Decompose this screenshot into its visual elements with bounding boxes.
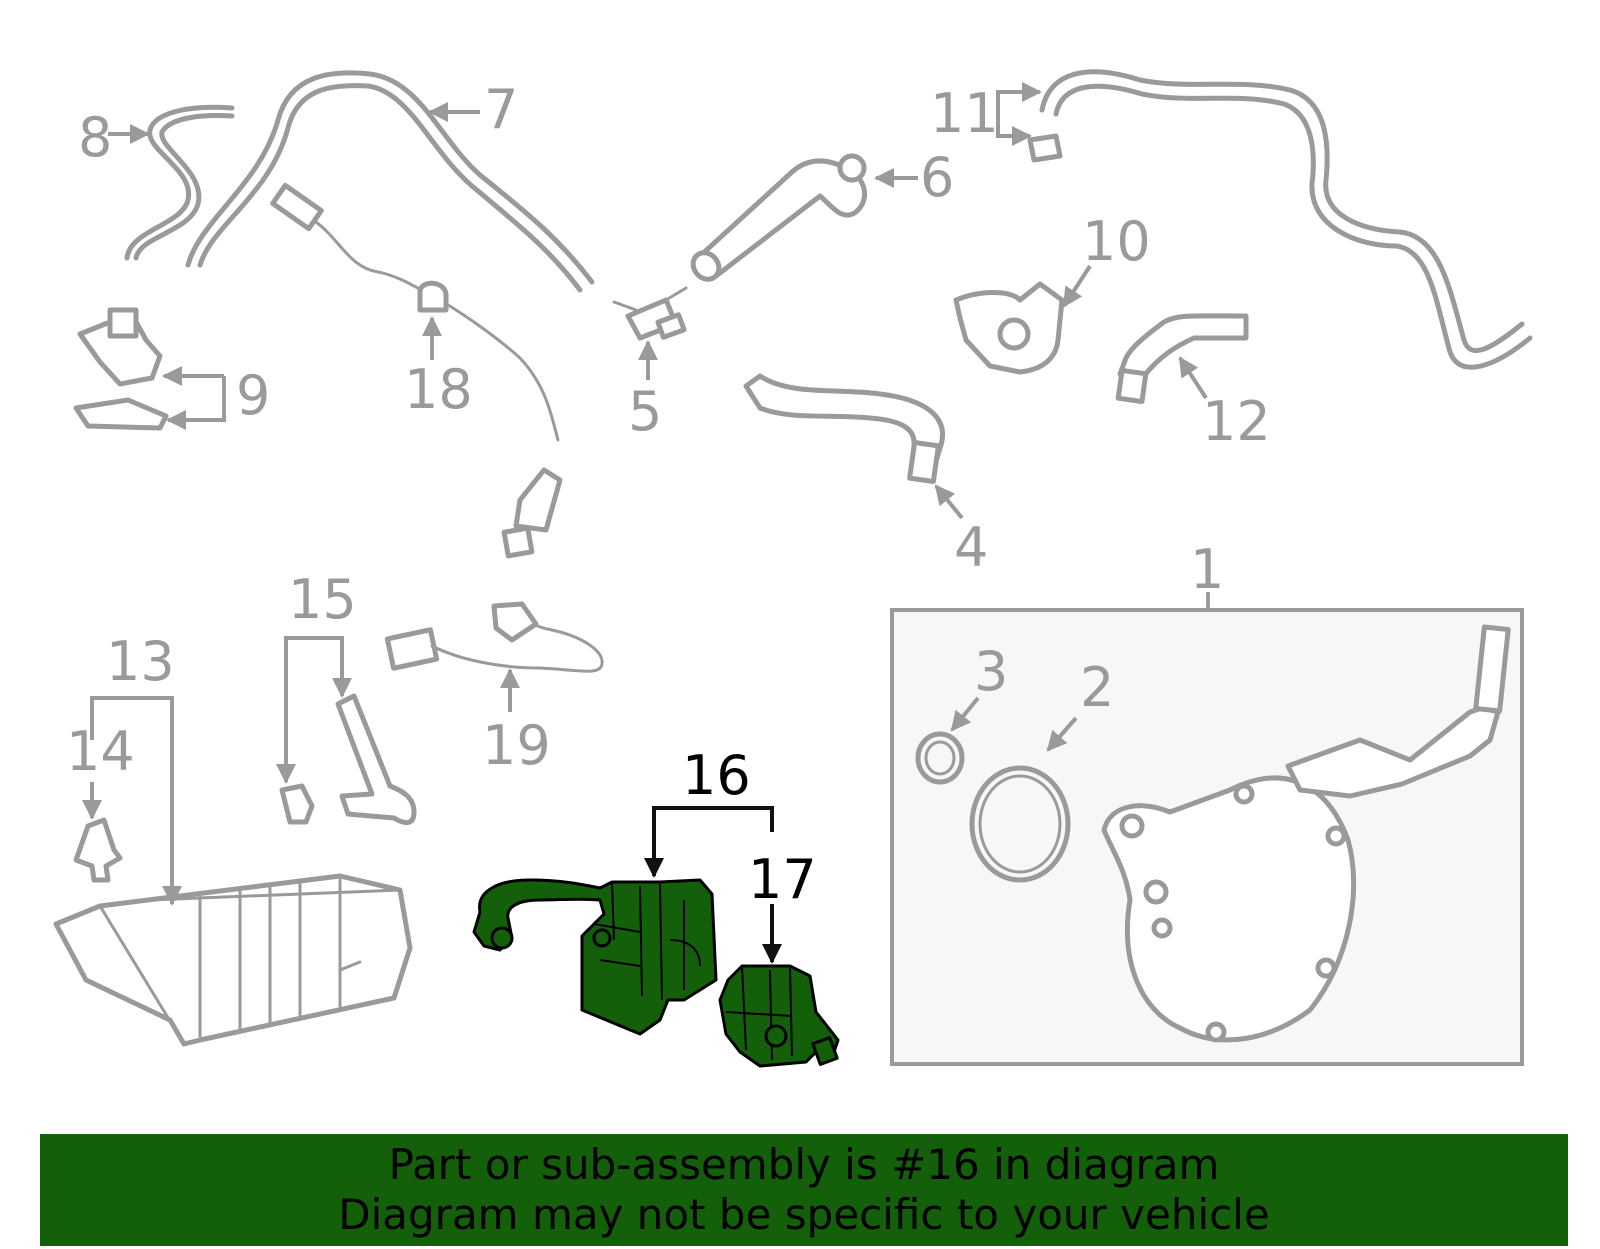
callout-16: 16	[682, 744, 751, 807]
leader-15a	[276, 636, 322, 784]
part-5-connector	[612, 286, 688, 341]
leader-13b	[140, 696, 182, 906]
callout-17: 17	[748, 848, 817, 911]
part-3-o-ring	[915, 731, 965, 785]
leader-16b	[714, 806, 774, 832]
leader-9b	[166, 376, 226, 430]
part-4-hose	[743, 373, 945, 484]
callout-7: 7	[484, 78, 518, 141]
part-19-sensor-harness	[384, 601, 604, 673]
leader-15b	[322, 636, 352, 698]
banner-line-2: Diagram may not be specific to your vehi…	[338, 1190, 1270, 1239]
part-18-sensor-harness	[270, 182, 563, 559]
callout-15: 15	[288, 568, 357, 631]
callout-14: 14	[66, 720, 135, 783]
part-1-pump-assembly	[1101, 624, 1511, 1043]
leader-3	[950, 696, 980, 732]
leader-10	[1062, 264, 1092, 308]
callout-9: 9	[236, 364, 270, 427]
callout-19: 19	[482, 714, 551, 777]
part-14-clip	[73, 817, 123, 883]
callout-12: 12	[1202, 390, 1271, 453]
part-13-canister	[53, 873, 413, 1047]
leader-4	[934, 484, 964, 520]
callout-8: 8	[78, 106, 112, 169]
part-15-hose-clamp	[279, 693, 417, 825]
callout-13: 13	[106, 630, 175, 693]
leader-2	[1046, 716, 1078, 752]
part-12-hose	[1115, 313, 1249, 405]
part-10-valve	[953, 281, 1065, 375]
part-9-sensor-bracket	[73, 307, 169, 431]
callout-18: 18	[404, 358, 473, 421]
callout-2: 2	[1080, 656, 1114, 719]
info-banner: Part or sub-assembly is #16 in diagram D…	[40, 1134, 1568, 1246]
part-6-hose	[690, 153, 868, 282]
leader-13a	[90, 696, 140, 740]
callout-11: 11	[930, 82, 999, 145]
part-7-hose	[185, 70, 595, 293]
callout-6: 6	[920, 146, 954, 209]
part-11-hose	[1027, 69, 1533, 370]
leader-11b	[996, 120, 1032, 146]
leader-16a	[644, 806, 714, 878]
part-16-purge-pump-module[interactable]	[472, 878, 718, 1036]
leader-11a	[996, 82, 1042, 120]
leader-12	[1178, 356, 1208, 400]
callout-5: 5	[628, 380, 662, 443]
banner-line-1: Part or sub-assembly is #16 in diagram	[388, 1140, 1220, 1189]
part-8-hose	[124, 104, 235, 261]
callout-10: 10	[1082, 210, 1151, 273]
part-17-valve[interactable]	[718, 964, 840, 1068]
callout-1: 1	[1190, 538, 1224, 601]
callout-3: 3	[974, 640, 1008, 703]
part-2-gasket	[969, 765, 1071, 883]
callout-4: 4	[954, 516, 988, 579]
